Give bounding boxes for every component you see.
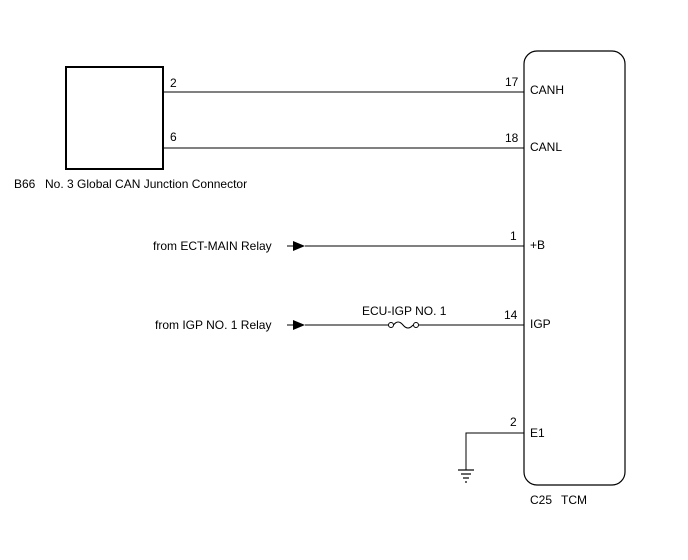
ect-main-relay-label: from ECT-MAIN Relay: [153, 239, 272, 253]
tcm-terminal-canh: CANH: [530, 83, 564, 97]
tcm-pin-canl: 18: [505, 131, 519, 145]
ground-wire: [465, 432, 524, 470]
tcm-terminal-plus-b: +B: [530, 238, 545, 252]
ect-main-arrow-icon: [293, 241, 305, 251]
junction-connector-code: B66: [14, 177, 36, 191]
junction-pin-canh: 2: [170, 76, 177, 90]
tcm-box: [523, 50, 626, 486]
tcm-terminal-e1: E1: [530, 426, 545, 440]
tcm-name: TCM: [561, 493, 587, 507]
tcm-code: C25: [530, 493, 552, 507]
tcm-pin-igp: 14: [504, 308, 518, 322]
junction-connector-box: [65, 66, 164, 170]
tcm-pin-plus-b: 1: [510, 229, 517, 243]
junction-connector-name: No. 3 Global CAN Junction Connector: [45, 177, 247, 191]
fuse-icon: [388, 321, 419, 329]
tcm-terminal-canl: CANL: [530, 140, 562, 154]
igp-relay-arrow-icon: [293, 320, 305, 330]
fuse-label: ECU-IGP NO. 1: [362, 304, 447, 318]
tcm-terminal-igp: IGP: [530, 317, 551, 331]
tcm-pin-e1: 2: [510, 415, 517, 429]
ground-icon: [458, 469, 474, 483]
igp-relay-label: from IGP NO. 1 Relay: [155, 318, 271, 332]
tcm-pin-canh: 17: [505, 75, 519, 89]
junction-pin-canl: 6: [170, 130, 177, 144]
